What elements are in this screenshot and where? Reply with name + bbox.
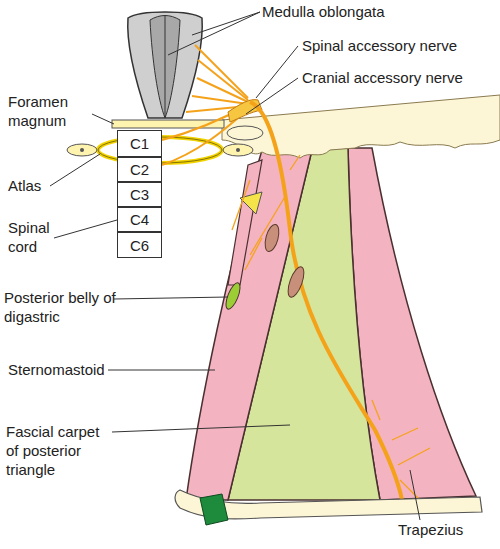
foramen-dot — [80, 148, 84, 152]
muscle-branch — [232, 180, 250, 230]
skull-base — [222, 95, 500, 158]
leader-line — [410, 470, 420, 520]
leader-line — [256, 46, 298, 98]
atlas-transverse-process — [223, 144, 253, 156]
leader-line — [92, 114, 114, 124]
cranial-root — [228, 100, 262, 122]
leader-line — [168, 12, 260, 55]
atlas-transverse-process — [67, 144, 97, 156]
segment-label: C3 — [130, 187, 149, 202]
digastric-belly — [223, 281, 243, 311]
segment-label: C4 — [130, 212, 149, 227]
part-label: Posterior belly of digastric — [4, 288, 116, 326]
muscle-branch — [398, 448, 430, 465]
sternomastoid-muscle — [186, 150, 312, 500]
medulla-shape — [128, 12, 203, 118]
part-label: Spinal cord — [8, 218, 58, 256]
nerve-piercing-mark — [263, 223, 282, 253]
muscle-branch — [400, 480, 420, 500]
rootlet — [192, 96, 248, 104]
digastric-strip — [228, 160, 262, 285]
part-label: Trapezius — [398, 520, 488, 539]
jugular-marker — [240, 192, 262, 214]
part-label: Atlas — [8, 176, 68, 195]
part-label: Foramen magnum — [8, 92, 88, 130]
median-fissure — [165, 15, 166, 118]
muscle-branch — [250, 195, 286, 255]
leader-lines — [50, 12, 420, 520]
muscle-branch — [290, 155, 300, 170]
foramen-dot — [236, 148, 240, 152]
muscle-branch — [372, 400, 380, 420]
leader-line — [50, 154, 100, 186]
rootlet — [198, 60, 248, 100]
nerve-piercing-mark — [285, 265, 307, 299]
segment-label: C6 — [130, 238, 149, 253]
leader-line — [108, 370, 215, 371]
leader-line — [246, 78, 298, 114]
muscle-branch — [245, 238, 262, 270]
vertebral-segment: C4 — [117, 207, 162, 232]
vertebral-segment: C6 — [117, 232, 162, 258]
occipital-condyle — [227, 126, 263, 140]
vertebral-segment: C3 — [117, 182, 162, 207]
segment-label: C2 — [130, 162, 149, 177]
leader-line — [112, 425, 290, 432]
part-label: Spinal accessory nerve — [302, 36, 492, 55]
nerve-branches — [232, 155, 430, 500]
accessory-nerve — [250, 102, 402, 500]
segment-label: C1 — [130, 136, 149, 151]
leader-line — [54, 220, 117, 238]
vertebral-segment: C2 — [117, 157, 162, 182]
part-label: Sternomastoid — [8, 360, 118, 379]
part-label: Medulla oblongata — [262, 2, 422, 21]
green-marker — [200, 494, 228, 525]
part-label: Cranial accessory nerve — [302, 68, 497, 87]
vertebral-segment: C1 — [117, 130, 162, 157]
part-label: Fascial carpet of posterior triangle — [6, 422, 114, 479]
muscle-branch — [392, 428, 418, 440]
leader-line — [114, 297, 228, 299]
leader-line — [192, 12, 260, 35]
medulla-pyramid — [150, 16, 180, 119]
